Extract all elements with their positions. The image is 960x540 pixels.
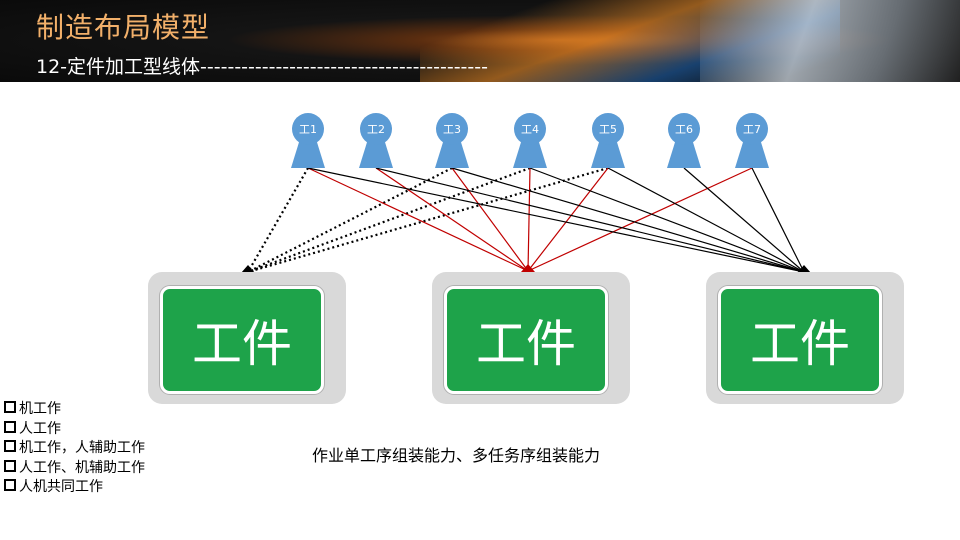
worker-head [736,113,768,145]
connection-line [683,167,805,273]
legend-item: 人工作、机辅助工作 [4,459,145,479]
connection-line [451,167,805,273]
arrowhead [521,264,535,272]
connection-line [307,167,805,273]
connection-line [527,167,609,272]
worker-label: 工3 [443,123,461,136]
worker-label: 工4 [521,123,539,136]
workers-row: 工1 工2 工3 工4 工5 工6 工7 [291,113,769,168]
legend-list: 机工作 人工作 机工作，人辅助工作 人工作、机辅助工作 人机共同工作 [4,400,145,498]
connection-line [375,167,805,273]
worker-node: 工6 [667,113,701,168]
legend-item: 人机共同工作 [4,478,145,498]
worker-node: 工3 [435,113,469,168]
connection-line [451,167,529,272]
workpiece-frame-2: 工件 [432,272,630,404]
worker-body [591,139,625,168]
worker-node: 工7 [735,113,769,168]
workpiece-3: 工件 [718,286,882,394]
connection-line [247,167,309,273]
connection-line [247,167,453,273]
diagram-caption: 作业单工序组装能力、多任务序组装能力 [312,446,601,465]
checkbox-icon [4,459,16,472]
connection-line [375,167,529,272]
worker-node: 工2 [359,113,393,168]
worker-head [514,113,546,145]
checkbox-icon [4,440,16,452]
worker-body [359,139,393,168]
connection-line [529,167,805,273]
worker-body [435,139,469,168]
worker-label: 工5 [599,123,617,136]
worker-head [436,113,468,145]
header-decoration-right [700,0,960,82]
slide-subtitle: 12-定件加工型线体------------------------------… [36,56,488,78]
worker-node: 工4 [513,113,547,168]
checkbox-icon [4,420,16,433]
connection-line [527,167,753,272]
worker-body [513,139,547,168]
worker-label: 工2 [367,123,385,136]
connection-line [527,167,531,272]
checkbox-icon [4,401,16,413]
worker-head [292,113,324,145]
connection-line [751,167,805,273]
worker-body [735,139,769,168]
connection-line [607,167,805,273]
connection-line [307,167,529,272]
header-banner: 制造布局模型 12-定件加工型线体-----------------------… [0,0,960,82]
worker-label: 工6 [675,123,693,136]
connection-lines [241,166,811,274]
worker-node: 工1 [291,113,325,168]
worker-body [291,139,325,168]
slide-title: 制造布局模型 [36,11,211,44]
workpiece-1: 工件 [160,286,324,394]
arrowhead [241,265,255,273]
worker-body [667,139,701,168]
worker-head [668,113,700,145]
arrowhead [797,265,811,273]
worker-label: 工7 [743,123,761,136]
legend-item: 人工作 [4,420,145,440]
worker-head [360,113,392,145]
workpiece-frame-1: 工件 [148,272,346,404]
checkbox-icon [4,479,16,491]
legend-item: 机工作 [4,400,145,420]
workpiece-2: 工件 [444,286,608,394]
connection-line [247,166,531,274]
legend-item: 机工作，人辅助工作 [4,439,145,459]
worker-label: 工1 [299,123,317,136]
workpiece-frame-3: 工件 [706,272,904,404]
worker-head [592,113,624,145]
worker-node: 工5 [591,113,625,168]
